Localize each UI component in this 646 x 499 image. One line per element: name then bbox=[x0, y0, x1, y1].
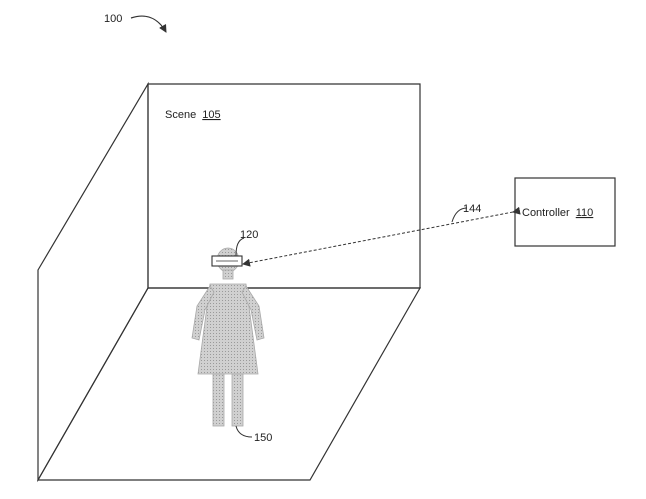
scene-label: Scene 105 bbox=[165, 109, 221, 121]
svg-text:Controller 110: Controller 110 bbox=[522, 207, 593, 219]
scene-left-wall bbox=[37, 81, 149, 483]
headset-ref-leader bbox=[235, 237, 245, 257]
person-right-leg bbox=[231, 373, 244, 427]
figure-ref-100: 100 bbox=[104, 13, 167, 33]
scene-ref: 105 bbox=[202, 109, 220, 121]
person-ref-leader bbox=[235, 425, 253, 438]
person-right-arm bbox=[241, 285, 265, 341]
controller-name: Controller bbox=[522, 207, 570, 219]
link-dashed-arrow bbox=[242, 206, 521, 267]
person-left-leg bbox=[212, 373, 225, 427]
person-neck bbox=[222, 269, 234, 280]
scene-room bbox=[36, 81, 422, 483]
figure-ref-label: 100 bbox=[104, 13, 122, 25]
person-dress bbox=[197, 283, 259, 375]
link-ref-label: 144 bbox=[463, 203, 481, 215]
figure-ref-arrow bbox=[130, 15, 167, 33]
wireless-link: 144 bbox=[242, 203, 521, 267]
controller-box: Controller 110 bbox=[514, 177, 616, 247]
person-figure: 120 150 bbox=[191, 229, 272, 444]
controller-ref: 110 bbox=[576, 207, 594, 219]
scene-name: Scene bbox=[165, 109, 196, 121]
svg-text:Scene 105: Scene 105 bbox=[165, 109, 221, 121]
headset-ref-label: 120 bbox=[240, 229, 258, 241]
headset-device bbox=[211, 255, 243, 267]
link-ref-leader bbox=[451, 207, 468, 223]
person-left-arm bbox=[191, 285, 215, 341]
person-ref-label: 150 bbox=[254, 432, 272, 444]
